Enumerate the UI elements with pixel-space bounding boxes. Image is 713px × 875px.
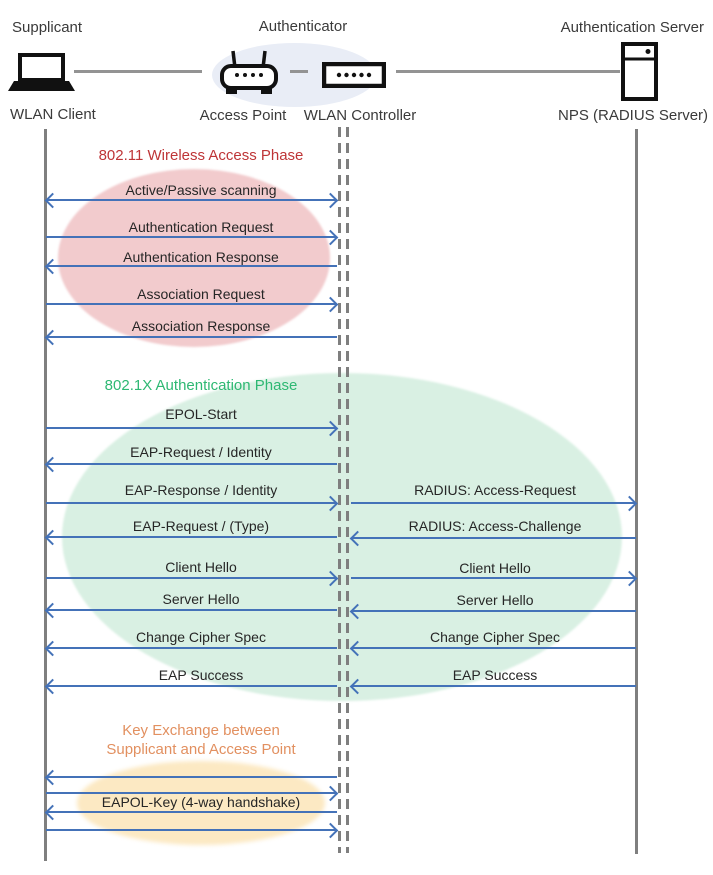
message-arrow-right [46,427,337,429]
lifeline-wlan-client [44,129,47,861]
message-arrow-both [46,199,337,201]
message-arrow-left [46,536,337,538]
message-label: EAP-Response / Identity [124,482,278,498]
message-label: RADIUS: Access-Challenge [408,518,582,534]
lifeline-nps-server [635,129,638,854]
message-arrow-left [351,537,636,539]
device-label-wlan-client: WLAN Client [10,106,96,123]
message-label: Association Request [137,286,265,302]
device-label-nps-radius-server: NPS (RADIUS Server) [558,107,709,124]
role-label-authenticator: Authenticator [258,18,348,35]
message-label: Server Hello [456,592,534,608]
message-arrow-right [46,502,337,504]
message-arrow-left [351,647,636,649]
message-arrow-left [46,463,337,465]
connector-line [396,70,620,73]
phase3-title-line2: Supplicant and Access Point [106,741,296,758]
message-label: Change Cipher Spec [430,629,560,645]
message-arrow-left [46,685,337,687]
message-arrow-right [46,792,337,794]
message-arrow-left [46,336,337,338]
message-arrow-left [46,609,337,611]
device-label-wlan-controller: WLAN Controller [303,107,417,124]
server-icon [620,42,660,107]
message-arrow-left [46,811,337,813]
connector-line [74,70,202,73]
connector-dash [290,70,308,73]
message-arrow-left [351,685,636,687]
phase3-title-line1: Key Exchange between [122,722,280,739]
message-label: EPOL-Start [165,406,237,422]
laptop-icon [6,50,76,100]
message-label: Server Hello [162,591,240,607]
message-arrow-left [351,610,636,612]
message-arrow-right [46,236,337,238]
message-arrow-left [46,776,337,778]
message-arrow-right [46,577,337,579]
message-label: Association Response [131,318,271,334]
device-label-access-point: Access Point [199,107,287,124]
message-label: Change Cipher Spec [136,629,266,645]
message-label: EAP Success [452,667,538,683]
message-arrow-right [46,303,337,305]
message-label: Client Hello [165,559,237,575]
message-arrow-left [46,647,337,649]
message-label: Client Hello [459,560,531,576]
message-arrow-right [351,502,636,504]
message-label: Active/Passive scanning [125,182,277,198]
role-label-supplicant: Supplicant [12,19,83,36]
access-point-icon [218,48,280,103]
lifeline-wlan-controller-b [346,127,349,853]
message-label: EAP-Request / (Type) [132,518,270,534]
lifeline-wlan-controller-a [338,127,341,853]
message-arrow-left [46,265,337,267]
message-label: EAP-Request / Identity [130,444,272,460]
message-label: EAPOL-Key (4-way handshake) [101,794,301,810]
message-label: Authentication Response [123,249,279,265]
message-arrow-right [46,829,337,831]
message-arrow-right [351,577,636,579]
phase2-title: 802.1X Authentication Phase [104,377,298,394]
message-label: EAP Success [158,667,244,683]
role-label-authentication-server: Authentication Server [560,19,704,36]
message-label: Authentication Request [128,219,274,235]
phase3-ellipse [77,761,325,845]
wlan-controller-icon [321,61,387,93]
phase1-title: 802.11 Wireless Access Phase [98,147,304,164]
message-label: RADIUS: Access-Request [414,482,576,498]
